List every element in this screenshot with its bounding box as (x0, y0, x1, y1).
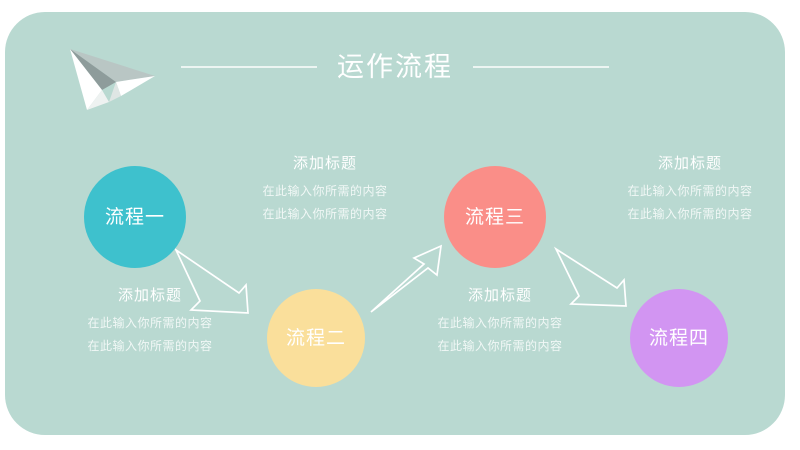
text-block-4-heading: 添加标题 (467, 287, 532, 304)
process-node-3[interactable]: 流程三 (444, 166, 546, 268)
text-block-2-line-2: 在此输入你所需的内容 (87, 339, 213, 353)
process-node-1[interactable]: 流程一 (84, 166, 186, 268)
process-node-1-label: 流程一 (104, 206, 165, 228)
title-row: 运作流程 (5, 44, 785, 90)
title-rule-right (473, 66, 609, 68)
process-node-2[interactable]: 流程二 (267, 289, 365, 387)
text-block-1-line-1: 在此输入你所需的内容 (262, 184, 388, 198)
text-block-3-line-2: 在此输入你所需的内容 (627, 207, 753, 221)
process-node-4-label: 流程四 (648, 327, 709, 349)
text-block-3-line-1: 在此输入你所需的内容 (627, 184, 753, 198)
text-block-4-line-2: 在此输入你所需的内容 (437, 339, 563, 353)
text-block-1-heading: 添加标题 (292, 155, 357, 172)
page-title: 运作流程 (337, 51, 453, 82)
text-block-2-heading: 添加标题 (117, 287, 182, 304)
paper-plane-icon (59, 32, 167, 112)
process-node-2-label: 流程二 (285, 327, 346, 349)
text-block-1: 添加标题 在此输入你所需的内容 在此输入你所需的内容 (235, 156, 415, 220)
text-block-4: 添加标题 在此输入你所需的内容 在此输入你所需的内容 (410, 288, 590, 352)
text-block-3: 添加标题 在此输入你所需的内容 在此输入你所需的内容 (600, 156, 780, 220)
text-block-2: 添加标题 在此输入你所需的内容 在此输入你所需的内容 (60, 288, 240, 352)
text-block-1-line-2: 在此输入你所需的内容 (262, 207, 388, 221)
title-rule-left (181, 66, 317, 68)
arrow-step3-to-step4 (553, 246, 627, 307)
arrow-step1-to-step2 (173, 247, 249, 314)
arrow-step2-to-step3 (370, 244, 443, 313)
process-node-4[interactable]: 流程四 (630, 289, 728, 387)
content-panel: 运作流程 流程一 流程二 流程三 流程四 添加标题 (5, 12, 785, 435)
text-block-3-heading: 添加标题 (657, 155, 722, 172)
text-block-2-line-1: 在此输入你所需的内容 (87, 316, 213, 330)
process-node-3-label: 流程三 (464, 206, 525, 228)
text-block-4-line-1: 在此输入你所需的内容 (437, 316, 563, 330)
